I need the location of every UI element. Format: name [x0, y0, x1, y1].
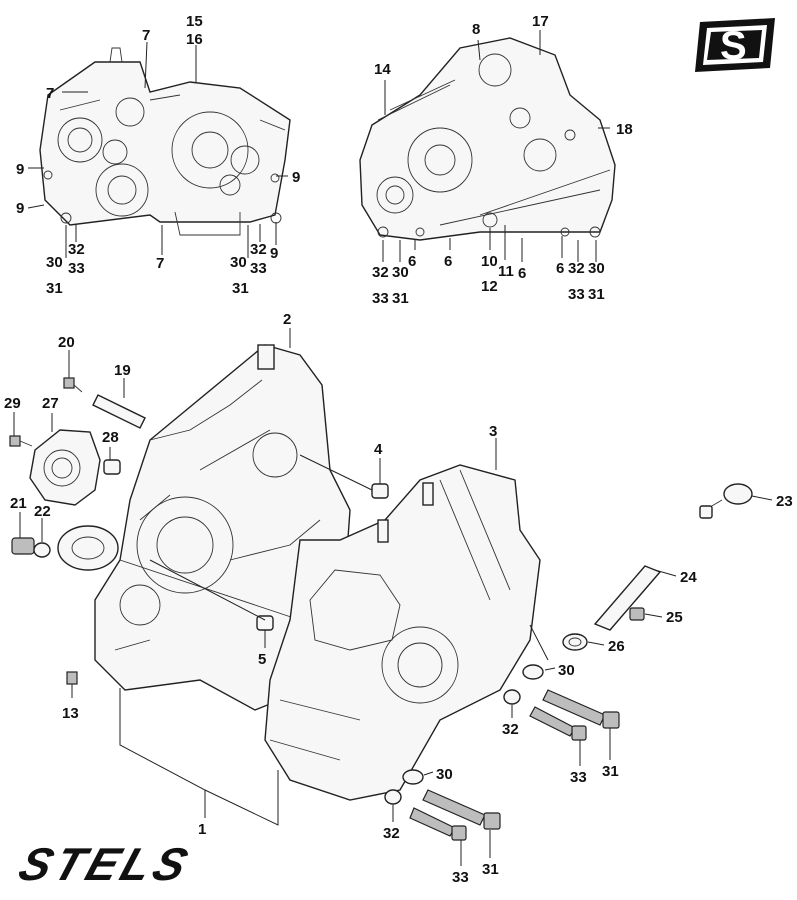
callout-6: 6 — [518, 265, 526, 282]
washer-32-upper — [503, 689, 521, 705]
washer-22 — [33, 542, 51, 558]
dipstick-23 — [699, 483, 753, 519]
bolt-33-upper — [529, 706, 587, 741]
callout-31: 31 — [392, 290, 409, 307]
callout-31: 31 — [482, 861, 499, 878]
brand-badge-logo: S — [695, 18, 775, 72]
callout-18: 18 — [616, 121, 633, 138]
dowel-4 — [371, 483, 389, 499]
callout-32: 32 — [372, 264, 389, 281]
callout-33: 33 — [68, 260, 85, 277]
brand-wordmark: STELS — [13, 839, 198, 891]
callout-11: 11 — [498, 263, 514, 280]
bolt-20 — [63, 377, 83, 393]
callout-33: 33 — [452, 869, 469, 886]
washer-30-upper — [522, 664, 544, 680]
bolt-31-upper — [542, 689, 620, 729]
callout-30: 30 — [588, 260, 605, 277]
callout-16: 16 — [186, 31, 203, 48]
bolt-13 — [66, 671, 78, 685]
callout-30: 30 — [558, 662, 575, 679]
callout-14: 14 — [374, 61, 391, 78]
right-crankcase-main — [264, 464, 541, 801]
callout-30: 30 — [230, 254, 247, 271]
left-crankcase-top-view — [39, 47, 291, 236]
bearing-cover-27 — [29, 429, 101, 506]
callout-9: 9 — [16, 161, 24, 178]
callout-13: 13 — [62, 705, 79, 722]
callout-7: 7 — [142, 27, 150, 44]
callout-33: 33 — [568, 286, 585, 303]
o-ring-26 — [562, 633, 588, 651]
callout-31: 31 — [588, 286, 605, 303]
dowel-5 — [256, 615, 274, 631]
callout-28: 28 — [102, 429, 119, 446]
callout-5: 5 — [258, 651, 266, 668]
washer-32-lower — [384, 789, 402, 805]
callout-21: 21 — [10, 495, 27, 512]
callout-12: 12 — [481, 278, 498, 295]
callout-25: 25 — [666, 609, 683, 626]
callout-17: 17 — [532, 13, 549, 30]
drain-plug-21 — [11, 537, 35, 555]
callout-22: 22 — [34, 503, 51, 520]
brand-badge-letter: S — [720, 24, 747, 68]
callout-6: 6 — [444, 253, 452, 270]
callout-31: 31 — [602, 763, 619, 780]
callout-2: 2 — [283, 311, 291, 328]
callout-33: 33 — [372, 290, 389, 307]
callout-9: 9 — [292, 169, 300, 186]
callout-30: 30 — [392, 264, 409, 281]
callout-32: 32 — [568, 260, 585, 277]
callout-1: 1 — [198, 821, 206, 838]
callout-31: 31 — [232, 280, 249, 297]
pipe-19 — [92, 394, 146, 429]
callout-9: 9 — [270, 245, 278, 262]
callout-6: 6 — [556, 260, 564, 277]
bolt-29 — [9, 435, 33, 447]
callout-33: 33 — [570, 769, 587, 786]
callout-6: 6 — [408, 253, 416, 270]
callout-31: 31 — [46, 280, 63, 297]
callout-20: 20 — [58, 334, 75, 351]
callout-labels: 7 15 16 7 9 9 9 32 30 33 31 7 32 9 30 33… — [4, 13, 793, 886]
callout-30: 30 — [46, 254, 63, 271]
callout-27: 27 — [42, 395, 59, 412]
left-crankcase-main — [94, 344, 351, 711]
callout-32: 32 — [502, 721, 519, 738]
oil-tube-24 — [593, 565, 662, 631]
brand-wordmark-text: STELS — [13, 839, 198, 891]
callout-7: 7 — [156, 255, 164, 272]
bolt-25 — [629, 607, 645, 621]
callout-10: 10 — [481, 253, 498, 270]
bolt-31-lower — [422, 789, 501, 830]
callout-15: 15 — [186, 13, 203, 30]
leader-lines — [13, 30, 773, 866]
callout-24: 24 — [680, 569, 697, 586]
callout-19: 19 — [114, 362, 131, 379]
callout-23: 23 — [776, 493, 793, 510]
callout-29: 29 — [4, 395, 21, 412]
oil-seal-ring — [57, 525, 119, 571]
callout-8: 8 — [472, 21, 480, 38]
callout-4: 4 — [374, 441, 383, 458]
callout-32: 32 — [68, 241, 85, 258]
callout-3: 3 — [489, 423, 497, 440]
callout-7: 7 — [46, 85, 54, 102]
callout-26: 26 — [608, 638, 625, 655]
callout-32: 32 — [383, 825, 400, 842]
bolt-33-lower — [409, 807, 467, 841]
washer-30-lower — [402, 769, 424, 785]
dowel-28 — [103, 459, 121, 475]
callout-30: 30 — [436, 766, 453, 783]
callout-33: 33 — [250, 260, 267, 277]
callout-9: 9 — [16, 200, 24, 217]
callout-32: 32 — [250, 241, 267, 258]
right-crankcase-top-view — [359, 37, 616, 241]
